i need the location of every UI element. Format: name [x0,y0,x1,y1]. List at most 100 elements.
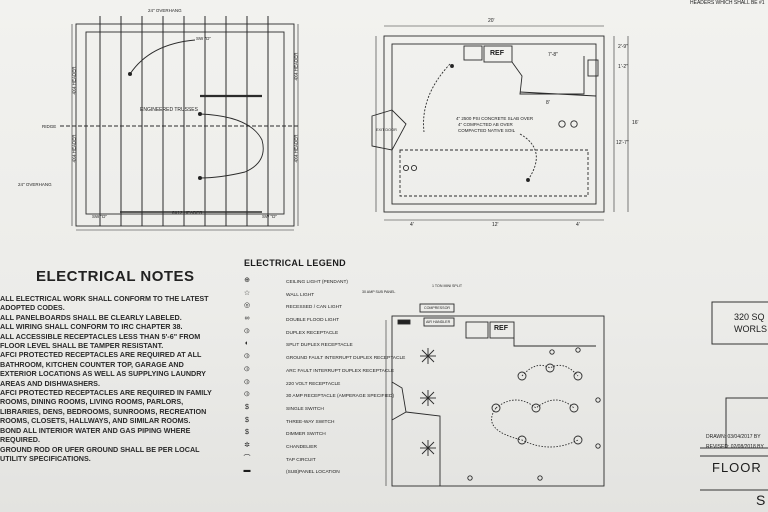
area-text-2: WORLS [734,324,768,334]
note-line: GROUND ROD OR UFER GROUND SHALL BE PER L… [0,444,200,454]
legend-label: CEILING LIGHT (PENDANT) [286,280,349,285]
legend-item: ▬ (SUB)PANEL LOCATION [232,467,372,481]
legend-symbol-icon: ✲ [244,441,250,449]
swing-arc-b [199,113,264,179]
legend-label: THREE-WAY SWITCH [286,419,335,425]
legend-label: 30 AMP RECEPTACLE (AMPERAGE SPECIFIED) [286,394,395,400]
title-block-top-note: HEADERS WHICH SHALL BE #1 [690,0,765,6]
legend-symbol-icon: ⊕ [244,277,250,284]
note-line: ALL ACCESSIBLE RECEPTACLES LESS THAN 5'-… [0,331,201,341]
legend-label: TAP CIRCUIT [286,457,316,463]
truss-lines [99,16,269,226]
note-line: AFCI PROTECTED RECEPTACLES ARE REQUIRED … [0,388,212,398]
note-line: REQUIRED. [0,435,40,445]
sub-panel-label: 30 AMP SUB PANEL [362,290,396,294]
legend-symbol-icon: ◎ [243,302,251,310]
dim-right-d: 12'-7" [616,140,629,146]
floor-ref-label: REF [490,50,504,57]
legend-symbol-icon: ⦶ [244,365,250,373]
legend-item: ∞DOUBLE FLOOD LIGHT [232,315,372,329]
air-handler-label: AIR HANDLER [426,320,451,324]
revised-date: REVISED: 02/08/2018 BY [706,444,764,450]
header-left-a-label: 4X4 HEADER [71,66,77,95]
legend-item: ◐ SPLIT DUPLEX RECEPTACLE [232,340,372,354]
roof-plan-lines [60,16,300,231]
foundation-outline [383,35,605,213]
electrical-legend-title: ELECTRICAL LEGEND [244,258,346,268]
title-block-lines [700,301,768,491]
recessed-lights [491,363,583,445]
legend-item: $ SINGLE SWITCH [232,403,372,418]
legend-label: SPLIT DUPLEX RECEPTACLE [286,343,353,349]
mini-split-label: 1 TON MINI SPLIT [432,284,463,288]
legend-label: CHANDELIER [286,444,317,450]
note-line: BOND ALL INTERIOR WATER AND GAS PIPING W… [0,425,191,435]
compressor-label: COMPRESSOR [424,306,450,310]
electrical-legend-list: ⊕CEILING LIGHT (PENDANT)☆WALL LIGHT◎RECE… [232,277,406,481]
note-line: EXTERIOR LOCATIONS AS WELL AS SUPPLYING … [0,369,206,379]
legend-label: SINGLE SWITCH [286,406,324,412]
legend-item: ⦶ARC FAULT INTERRUPT DUPLEX RECEPTACLE [232,365,394,380]
legend-item: ⊕ CEILING LIGHT (PENDANT) [232,277,372,291]
legend-symbol-icon: $ [245,416,249,424]
chandelier-symbols [420,348,436,456]
legend-symbol-icon: $ [245,403,249,411]
legend-item: ⦶30 AMP RECEPTACLE (AMPERAGE SPECIFIED) [232,391,394,405]
wall-outline [391,43,597,205]
legend-item: $DIMMER SWITCH [232,429,372,443]
legend-symbol-icon: ▬ [243,467,251,475]
legend-symbol-icon: ∞ [244,315,250,323]
note-line: BATHROOM, KITCHEN COUNTER TOP, GARAGE AN… [0,359,184,369]
legend-item: ⦶DUPLEX RECEPTACLE [232,327,372,342]
overhang-left-label: 24" OVERHANG [18,182,52,187]
note-line: ROOMS, DINING ROOMS, LIVING ROOMS, PARLO… [0,397,184,407]
header-right-a-label: 4X4 HEADER [293,52,299,81]
note-line: FLOOR LEVEL SHALL BE TAMPER RESISTANT. [0,341,164,351]
dim-inner-b: 8' [546,100,550,106]
ridge-label: RIDGE [42,124,57,129]
sw-bottom-right-label: SW "D" [262,214,277,219]
bottom-header-label: 6X12 HEADER [172,210,203,215]
legend-label: (SUB)PANEL LOCATION [286,470,340,476]
legend-label: 220 VOLT RECEPTACLE [286,381,341,387]
floor-plan-lines [371,25,629,221]
dim-right-c: 16' [632,120,639,126]
slab-note-3: COMPACTED NATIVE SOIL [458,128,516,133]
legend-item: $ THREE-WAY SWITCH [232,416,372,431]
sheet-title: FLOOR [712,460,762,475]
roof-outline [75,23,295,227]
dim-bottom-c: 4' [576,222,580,228]
legend-symbol-icon: ⦶ [244,353,250,361]
legend-label: WALL LIGHT [286,292,315,298]
note-line: AREAS AND DISHWASHERS. [0,378,100,388]
slab-note-2: 4" COMPACTED AB OVER [458,122,513,127]
legend-symbol-icon: ◐ [244,340,250,348]
sw-bottom-left-label: SW "D" [92,214,107,219]
header-left-b-label: 4X4 HEADER [71,134,77,163]
trusses-label: ENGINEERED TRUSSES [140,107,198,113]
legend-item: ⌒TAP CIRCUIT [232,455,372,469]
note-line: ALL PANELBOARDS SHALL BE CLEARLY LABELED… [0,312,182,322]
electrical-plan-lines [385,303,605,487]
footing-dash [399,149,589,197]
legend-symbol-icon: ⦶ [244,327,250,335]
floor-width-dim: 20' [488,18,495,24]
dim-inner-a: 7'-8" [548,52,558,58]
legend-symbol-icon: $ [245,429,249,437]
roof-wall-line [85,31,285,215]
swing-arc-a [129,39,196,75]
note-line: ALL ELECTRICAL WORK SHALL CONFORM TO THE… [0,294,209,303]
sheet-letter: S [756,492,766,508]
electrical-outline [391,315,605,487]
area-text-1: 320 SQ [734,312,765,322]
overhang-top-label: 24" OVERHANG [148,8,182,13]
legend-item: ✲ CHANDELIER [232,441,372,456]
legend-label: GROUND FAULT INTERRUPT DUPLEX RECEPTACLE [286,356,406,362]
electrical-notes-list: ALL ELECTRICAL WORK SHALL CONFORM TO THE… [0,294,230,463]
floor-ref-box [483,45,513,63]
note-line: ALL WIRING SHALL CONFORM TO IRC CHAPTER … [0,322,183,332]
legend-item: ◎RECESSED / CAN LIGHT [232,302,372,316]
sub-panel-mark [397,319,411,325]
electrical-ref-label: REF [494,325,508,332]
drawn-date: DRAWN: 03/04/2017 BY [706,434,761,440]
